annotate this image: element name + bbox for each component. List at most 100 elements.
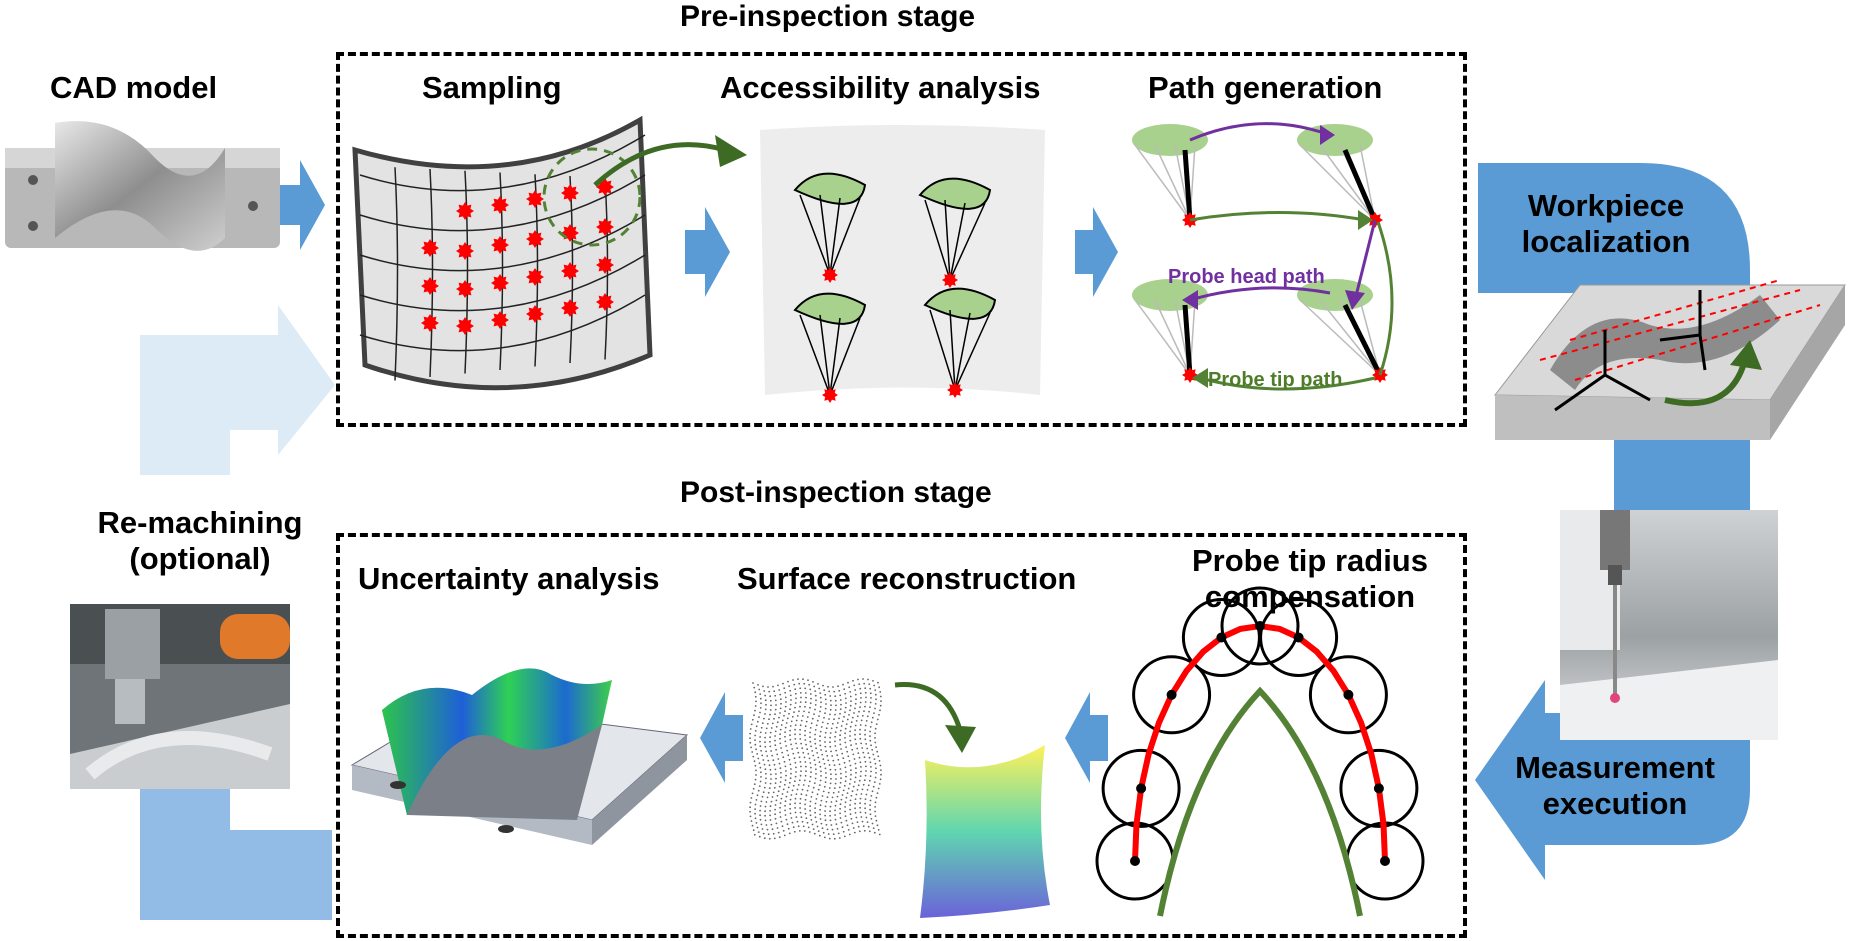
access-probe — [923, 287, 997, 398]
cloud-point — [754, 817, 757, 820]
cloud-point — [814, 742, 817, 745]
cloud-point — [844, 741, 847, 744]
cad-model-label: CAD model — [50, 70, 218, 105]
cloud-point — [864, 729, 866, 731]
cloud-point — [819, 818, 822, 820]
cloud-point — [757, 789, 760, 792]
cloud-point — [773, 763, 776, 766]
cloud-point — [854, 689, 857, 691]
cloud-point — [845, 796, 848, 799]
cloud-point — [859, 737, 862, 740]
cloud-point — [821, 795, 824, 797]
cloud-point — [816, 752, 819, 754]
path-line — [1154, 299, 1191, 376]
cloud-point — [769, 745, 772, 748]
cloud-point — [764, 782, 767, 784]
cloud-point — [794, 692, 797, 695]
cloud-point — [877, 755, 880, 758]
cloud-point — [849, 764, 852, 767]
cloud-point — [857, 678, 859, 681]
cloud-point — [795, 816, 798, 818]
cloud-point — [854, 693, 857, 696]
cloud-point — [840, 798, 843, 801]
cloud-point — [874, 732, 876, 735]
cloud-point — [815, 724, 818, 727]
remachining-label-line2: (optional) — [129, 540, 271, 576]
cloud-point — [832, 833, 835, 836]
cloud-point — [827, 833, 830, 835]
cloud-point — [839, 699, 842, 701]
cloud-point — [774, 813, 776, 816]
cloud-point — [813, 782, 816, 784]
cloud-point — [754, 764, 757, 767]
cloud-point — [799, 728, 801, 731]
cloud-point — [779, 737, 781, 740]
cloud-point — [784, 710, 786, 713]
post-stage-title: Post-inspection stage — [680, 476, 992, 509]
cloud-point — [806, 748, 809, 751]
post-inspection-box — [336, 533, 1467, 938]
cloud-point — [813, 685, 816, 688]
cloud-point — [809, 762, 812, 764]
cloud-point — [879, 704, 882, 707]
access-line — [954, 312, 991, 391]
cloud-point — [778, 836, 781, 839]
cloud-point — [766, 828, 769, 831]
cloud-point — [857, 752, 860, 754]
cloud-point — [849, 804, 851, 806]
cloud-point — [798, 779, 801, 782]
cloud-point — [858, 830, 861, 833]
cloud-point — [826, 722, 829, 725]
arrow-cad-to-sampling — [275, 160, 325, 250]
cloud-point — [780, 797, 783, 800]
cloud-point — [805, 765, 807, 768]
sample-point — [526, 268, 544, 286]
cloud-point — [768, 837, 771, 840]
cloud-point — [780, 771, 782, 774]
cloud-point — [810, 819, 813, 821]
cloud-point — [824, 814, 826, 817]
cloud-point — [855, 743, 857, 745]
cloud-point — [800, 719, 803, 722]
cloud-point — [754, 709, 756, 712]
cloud-point — [869, 730, 871, 733]
cloud-point — [827, 791, 830, 794]
cloud-point — [844, 732, 846, 735]
cloud-point — [770, 750, 772, 752]
cloud-point — [869, 761, 872, 764]
cloud-point — [807, 752, 810, 755]
cloud-point — [763, 717, 765, 720]
cloud-point — [850, 744, 852, 747]
cloud-point — [780, 747, 782, 749]
cloud-point — [795, 697, 797, 700]
cloud-point — [863, 682, 866, 685]
sample-point — [561, 184, 579, 202]
cloud-point — [841, 752, 844, 755]
cloud-point — [756, 720, 759, 723]
sample-point — [596, 293, 614, 311]
cloud-point — [789, 807, 791, 810]
cloud-point — [779, 728, 782, 731]
grid-line — [394, 167, 399, 381]
cloud-point — [751, 718, 754, 721]
cloud-point — [871, 790, 874, 793]
sample-point — [421, 277, 439, 295]
cloud-point — [753, 760, 756, 763]
cloud-point — [752, 787, 755, 790]
cloud-point — [839, 708, 842, 711]
cloud-point — [801, 788, 804, 791]
cloud-point — [854, 807, 856, 810]
cloud-point — [862, 751, 865, 754]
uncertainty-label: Uncertainty analysis — [358, 561, 660, 596]
cloud-point — [755, 799, 758, 801]
cloud-point — [798, 830, 801, 832]
cloud-point — [804, 725, 807, 728]
cloud-point — [759, 745, 762, 748]
cloud-point — [770, 800, 773, 803]
cloud-point — [762, 832, 765, 835]
cloud-point — [845, 775, 847, 778]
cloud-point — [779, 742, 782, 745]
cloud-point — [787, 754, 790, 757]
measurement-label-line1: Measurement — [1515, 750, 1715, 785]
probe-radius-label-line2: compensation — [1204, 578, 1416, 614]
